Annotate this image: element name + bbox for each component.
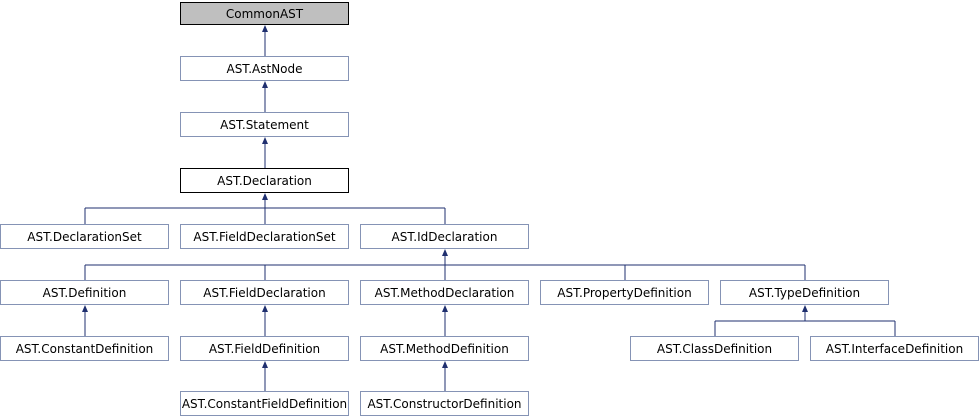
node-interface-definition[interactable]: AST.InterfaceDefinition [810,336,979,361]
edge-group-typedefinition-arrow [802,305,808,312]
edge-constantfielddefinition-fielddefinition-arrow [262,361,268,368]
edge-constructordefinition-methoddefinition-arrow [442,361,448,368]
edge-methoddefinition-methoddeclaration-arrow [442,305,448,312]
node-id-declaration[interactable]: AST.IdDeclaration [360,224,529,249]
node-method-definition[interactable]: AST.MethodDefinition [360,336,529,361]
node-common-ast[interactable]: CommonAST [180,2,349,25]
node-constant-field-definition[interactable]: AST.ConstantFieldDefinition [180,391,349,416]
node-definition[interactable]: AST.Definition [0,280,169,305]
edge-statement-astnode-arrow [262,81,268,88]
node-declaration[interactable]: AST.Declaration [180,168,349,193]
node-declaration-set[interactable]: AST.DeclarationSet [0,224,169,249]
edge-declaration-statement-arrow [262,137,268,144]
node-constant-definition[interactable]: AST.ConstantDefinition [0,336,169,361]
node-class-definition[interactable]: AST.ClassDefinition [630,336,799,361]
edge-group-declaration-arrow [262,193,268,200]
node-property-definition[interactable]: AST.PropertyDefinition [540,280,709,305]
edge-group-iddeclaration-arrow [442,249,448,256]
node-field-declaration[interactable]: AST.FieldDeclaration [180,280,349,305]
edge-constantdefinition-definition-arrow [82,305,88,312]
node-constructor-definition[interactable]: AST.ConstructorDefinition [360,391,529,416]
node-field-definition[interactable]: AST.FieldDefinition [180,336,349,361]
node-field-declaration-set[interactable]: AST.FieldDeclarationSet [180,224,349,249]
node-ast-node[interactable]: AST.AstNode [180,56,349,81]
node-method-declaration[interactable]: AST.MethodDeclaration [360,280,529,305]
node-type-definition[interactable]: AST.TypeDefinition [720,280,889,305]
edge-fielddefinition-fielddeclaration-arrow [262,305,268,312]
edge-astnode-commonast-arrow [262,25,268,32]
node-statement[interactable]: AST.Statement [180,112,349,137]
